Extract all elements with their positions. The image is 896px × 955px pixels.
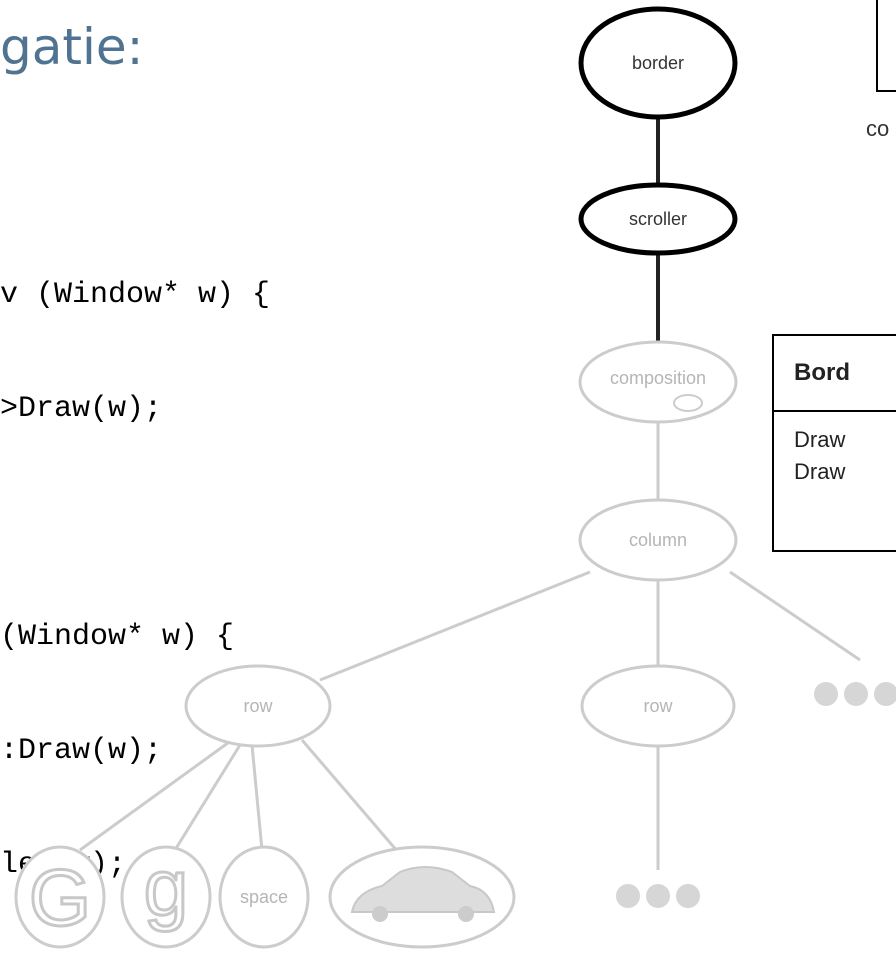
- car-icon: [350, 866, 496, 922]
- class-name: Bord: [774, 336, 896, 412]
- node-scroller: scroller: [578, 182, 738, 256]
- code-line: (Window* w) {: [0, 620, 235, 654]
- node-label: column: [629, 530, 687, 550]
- leaf-car: [328, 845, 516, 949]
- node-label: space: [240, 887, 288, 907]
- ellipsis-icon: [616, 884, 700, 908]
- edge-row-g: [173, 744, 242, 851]
- class-operation: Draw: [794, 459, 846, 484]
- edge-column-row-left: [319, 570, 591, 682]
- tree-edges: [79, 118, 861, 870]
- slide-title: gatie:: [0, 18, 144, 76]
- node-composition: composition: [578, 340, 738, 424]
- glyph-g: g: [144, 843, 189, 932]
- node-row-mid: row: [580, 664, 736, 748]
- side-label: co: [866, 116, 890, 141]
- node-label: composition: [610, 368, 706, 388]
- edge-row-car: [300, 739, 400, 853]
- node-border: border: [578, 6, 738, 120]
- node-label: row: [243, 696, 273, 716]
- code-line: >Draw(w);: [0, 392, 163, 426]
- node-label: border: [632, 53, 684, 73]
- node-row-left: row: [184, 664, 332, 748]
- code-line: v (Window* w) {: [0, 278, 271, 312]
- class-operations: Draw Draw: [774, 412, 896, 488]
- node-label: row: [643, 696, 673, 716]
- leaf-g: g: [120, 842, 212, 949]
- ellipsis-icon: [814, 682, 896, 706]
- node-label: scroller: [629, 209, 687, 229]
- partial-box: [876, 0, 896, 92]
- leaf-space: space: [218, 845, 310, 949]
- code-listing: v (Window* w) { >Draw(w); (Window* w) { …: [0, 200, 270, 922]
- edge-row-G: [79, 738, 233, 852]
- glyph-G: G: [29, 853, 91, 942]
- class-operation: Draw: [794, 427, 846, 452]
- edge-row-space: [250, 744, 264, 851]
- edge-column-ellipsis: [729, 570, 861, 662]
- code-line: :Draw(w);: [0, 734, 163, 768]
- small-ellipse-icon: [673, 394, 703, 412]
- node-column: column: [578, 498, 738, 582]
- class-box-border: Bord Draw Draw: [772, 334, 896, 552]
- leaf-G: G: [14, 845, 106, 949]
